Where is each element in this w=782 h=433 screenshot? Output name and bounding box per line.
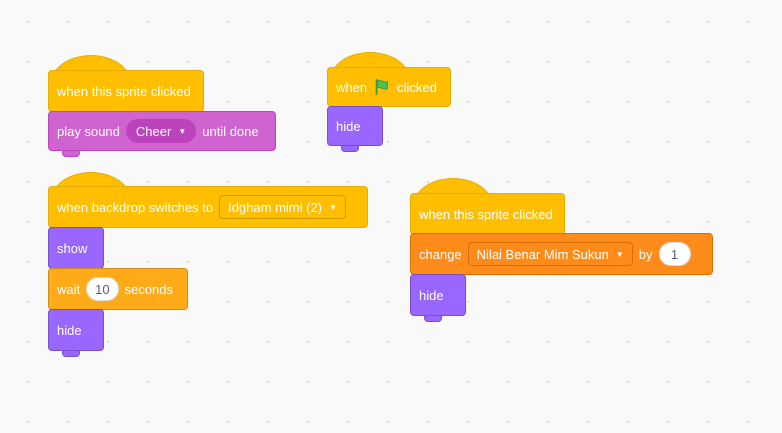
script-flag-clicked[interactable]: when clicked hide xyxy=(327,52,457,157)
wait-seconds-input[interactable]: 10 xyxy=(86,277,119,301)
caret-down-icon: ▼ xyxy=(329,202,337,212)
caret-down-icon: ▼ xyxy=(615,249,624,259)
block-label: play sound xyxy=(57,123,120,139)
block-label: hide xyxy=(419,287,444,303)
backdrop-dropdown[interactable]: Idgham mimi (2) ▼ xyxy=(219,195,346,219)
block-notch xyxy=(341,145,359,152)
hide-block[interactable]: hide xyxy=(327,106,383,146)
sound-dropdown[interactable]: Cheer ▼ xyxy=(125,119,197,143)
block-label: hide xyxy=(57,322,82,338)
green-flag-icon xyxy=(375,78,388,96)
when-flag-clicked-hat[interactable]: when clicked xyxy=(327,67,451,107)
wait-seconds-block[interactable]: wait 10 seconds xyxy=(48,268,188,310)
change-amount-input[interactable]: 1 xyxy=(658,242,691,266)
when-backdrop-switches-hat[interactable]: when backdrop switches to Idgham mimi (2… xyxy=(48,186,368,228)
hat-prefix: when xyxy=(336,79,368,95)
block-suffix: until done xyxy=(202,123,259,139)
block-notch xyxy=(424,315,442,322)
variable-value: Nilai Benar Mim Sukun xyxy=(476,246,609,262)
hat-label: when backdrop switches to xyxy=(57,199,214,215)
hide-block[interactable]: hide xyxy=(410,274,466,316)
variable-dropdown[interactable]: Nilai Benar Mim Sukun ▼ xyxy=(467,242,633,266)
script-sprite-clicked-sound[interactable]: when this sprite clicked play sound Chee… xyxy=(48,55,278,165)
block-label: show xyxy=(57,240,88,256)
script-backdrop-switches[interactable]: when backdrop switches to Idgham mimi (2… xyxy=(48,172,373,362)
hat-suffix: clicked xyxy=(397,79,437,95)
block-suffix: seconds xyxy=(124,281,174,297)
when-sprite-clicked-hat[interactable]: when this sprite clicked xyxy=(410,193,565,235)
hat-label: when this sprite clicked xyxy=(419,206,553,222)
block-label: change xyxy=(419,246,462,262)
hat-label: when this sprite clicked xyxy=(57,83,191,99)
block-label: hide xyxy=(336,118,361,134)
sound-value: Cheer xyxy=(135,123,172,139)
show-block[interactable]: show xyxy=(48,227,104,269)
when-sprite-clicked-hat[interactable]: when this sprite clicked xyxy=(48,70,204,112)
play-sound-until-done-block[interactable]: play sound Cheer ▼ until done xyxy=(48,111,276,151)
hide-block[interactable]: hide xyxy=(48,309,104,351)
caret-down-icon: ▼ xyxy=(178,126,187,136)
block-by-label: by xyxy=(638,246,653,262)
change-variable-block[interactable]: change Nilai Benar Mim Sukun ▼ by 1 xyxy=(410,233,713,275)
block-notch xyxy=(62,350,80,357)
backdrop-value: Idgham mimi (2) xyxy=(228,199,323,215)
block-label: wait xyxy=(57,281,81,297)
script-sprite-clicked-change[interactable]: when this sprite clicked change Nilai Be… xyxy=(410,178,720,328)
block-notch xyxy=(62,150,80,157)
